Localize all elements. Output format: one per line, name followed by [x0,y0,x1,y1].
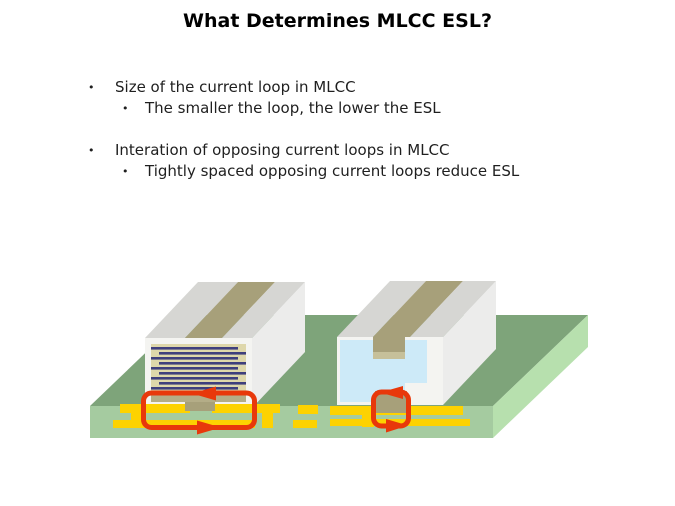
via-stub [262,404,273,428]
left-cap-bottom-margin-band [151,391,246,402]
electrode-layer-stack [151,347,246,390]
small-current-loop [371,386,411,433]
bullet-item: • Interation of opposing current loops i… [88,140,628,161]
bullet-item: • Size of the current loop in MLCC [88,77,628,98]
low-esl-mlcc [337,281,496,405]
electrode-layer [151,377,238,380]
left-cap-right-face [252,282,305,408]
slide-title: What Determines MLCC ESL? [183,10,492,32]
sub-bullet-marker: • [122,165,129,178]
trace-segment [293,420,317,428]
right-cap-top-terminal-tab-shade [373,352,405,359]
electrode-layer [151,347,238,350]
right-cap-dielectric-cross-section [340,340,427,402]
sub-bullet-item: • The smaller the loop, the lower the ES… [122,98,628,119]
right-cap-right-face [443,281,496,405]
trace-segment [212,404,280,413]
board-right-face [493,315,588,438]
small-loop-arrows [380,386,408,433]
sub-bullet-item: • Tightly spaced opposing current loops … [122,161,628,182]
right-cap-top-terminal-tab [373,337,405,352]
electrode-layer [159,372,246,375]
bullet-group: • Interation of opposing current loops i… [88,140,628,182]
arrow-left-icon [192,386,216,401]
via-stub [131,404,142,428]
electrode-layer [159,382,246,385]
trace-segment [113,420,255,428]
trace-segment [120,404,190,413]
left-cap-bottom-center-tab [185,402,215,411]
sub-bullet-text: The smaller the loop, the lower the ESL [145,99,441,117]
electrode-layer [151,357,238,360]
trace-segment [298,405,318,414]
left-cap-top-terminal-band-left [145,282,238,338]
large-loop-arrows [192,386,221,435]
left-cap-top-terminal-band-right [222,282,305,338]
electrode-layer [159,352,246,355]
sub-bullet-marker: • [122,102,129,115]
arrow-right-icon [197,420,221,435]
left-cap-top-body-band [185,282,275,338]
large-current-loop [141,386,257,435]
electrode-layer [151,387,238,390]
bullet-list: • Size of the current loop in MLCC • The… [88,77,628,203]
arrow-left-icon [380,386,403,399]
right-cap-top-body-band [373,281,463,337]
bullet-marker: • [88,144,95,157]
bullet-group: • Size of the current loop in MLCC • The… [88,77,628,119]
bullet-text: Size of the current loop in MLCC [115,78,356,96]
electrode-layer [151,367,238,370]
bullet-text: Interation of opposing current loops in … [115,141,450,159]
right-cap-top-terminal-band-right [410,281,496,337]
trace-segment [330,419,470,426]
sub-bullet-text: Tightly spaced opposing current loops re… [145,162,520,180]
standard-mlcc [145,282,305,408]
bullet-marker: • [88,81,95,94]
right-cap-top-terminal-band-left [337,281,426,337]
electrode-layer [159,362,246,365]
arrow-right-icon [386,419,408,433]
